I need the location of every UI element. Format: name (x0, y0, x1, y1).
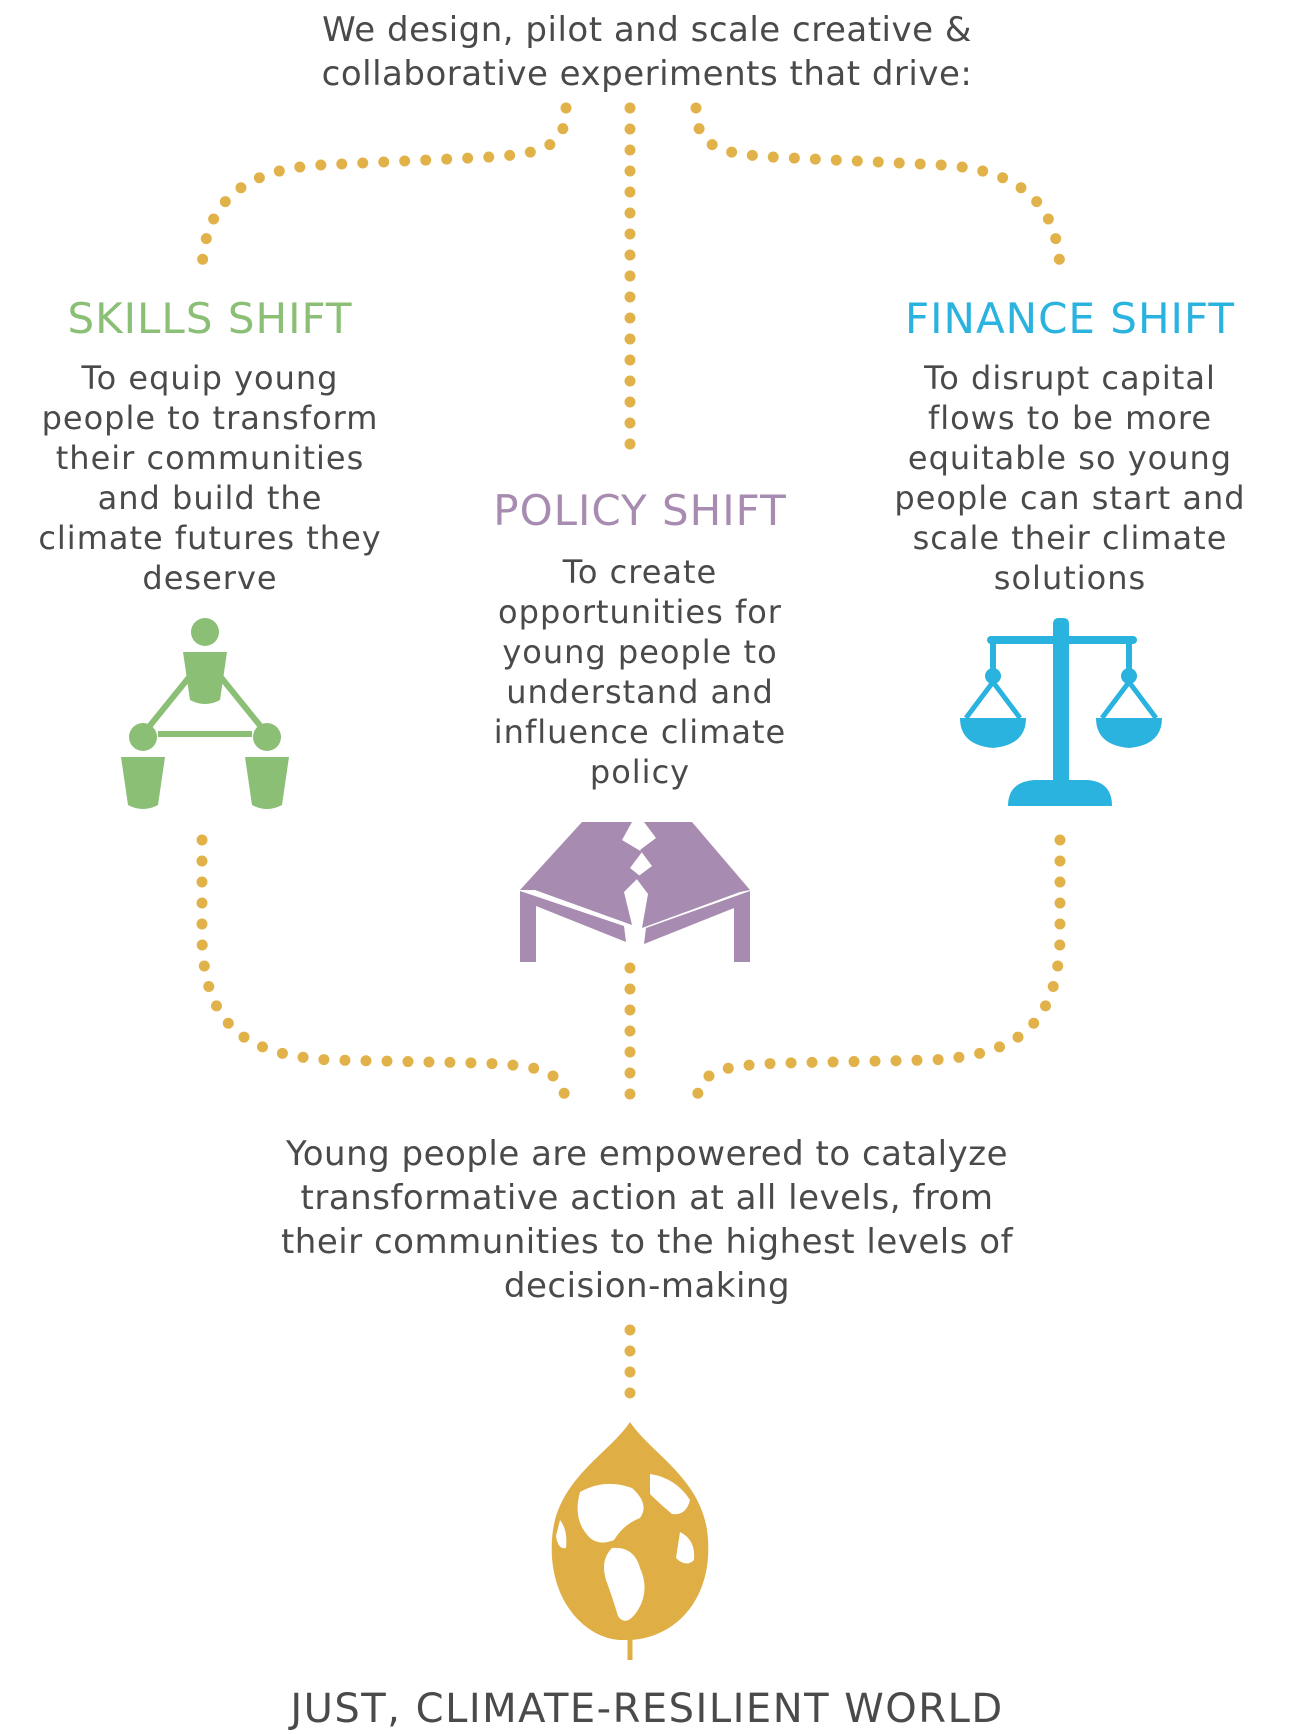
final-outcome-title: JUST, CLIMATE-RESILIENT WORLD (290, 1686, 1004, 1732)
finance-shift-title: FINANCE SHIFT (904, 294, 1236, 343)
balance-scale-icon (960, 618, 1162, 806)
dotted-connectors (196, 102, 1066, 1418)
skills-shift-title: SKILLS SHIFT (67, 294, 353, 343)
skills-shift-description: To equip young people to transform their… (38, 359, 382, 597)
connector-bottom-right (690, 834, 1066, 1118)
policy-shift-description: To create opportunities for young people… (493, 553, 787, 791)
connector-bottom-left (196, 834, 572, 1118)
people-network-icon (121, 618, 289, 809)
intro-text: We design, pilot and scale creative & co… (321, 10, 973, 94)
broken-table-icon (520, 822, 750, 962)
policy-shift-title: POLICY SHIFT (493, 486, 787, 535)
outcome-text: Young people are empowered to catalyze t… (280, 1134, 1014, 1306)
connector-top-right (690, 102, 1066, 274)
globe-drop-icon (551, 1422, 709, 1660)
finance-shift-description: To disrupt capital flows to be more equi… (894, 359, 1246, 597)
connector-top-left (196, 102, 572, 274)
